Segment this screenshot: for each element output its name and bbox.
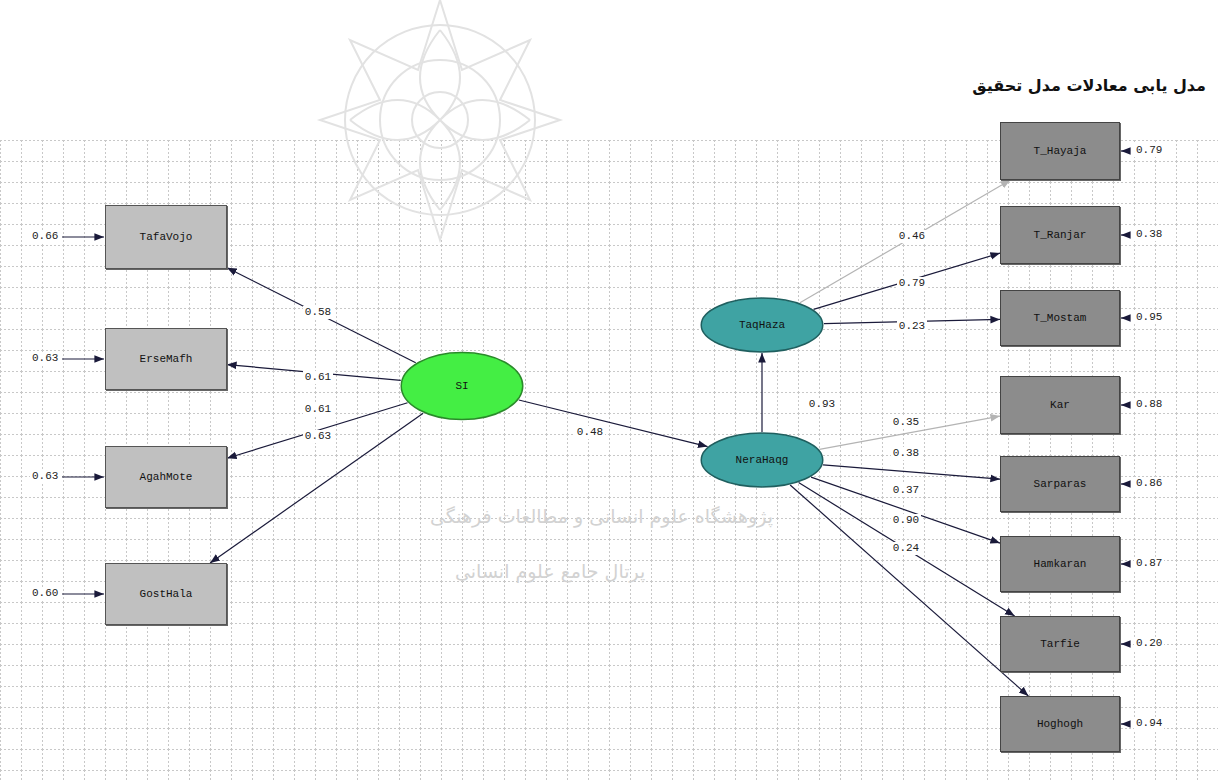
indicator-box: Hamkaran bbox=[1000, 536, 1120, 592]
path-coefficient: 0.90 bbox=[891, 514, 921, 527]
error-variance: 0.88 bbox=[1134, 398, 1164, 411]
node-label: Hoghogh bbox=[1037, 718, 1083, 730]
path-arrow bbox=[519, 400, 708, 447]
path-arrow bbox=[819, 416, 1000, 449]
indicator-box: T_Mostam bbox=[1000, 290, 1120, 346]
path-arrow bbox=[814, 253, 1000, 309]
node-label: Tarfie bbox=[1040, 638, 1080, 650]
grid bbox=[0, 140, 1218, 782]
path-coefficient: 0.79 bbox=[897, 277, 927, 290]
latent-ellipse: SI bbox=[400, 351, 524, 421]
path-arrow bbox=[811, 477, 1000, 543]
node-label: ErseMafh bbox=[140, 353, 193, 365]
path-coefficient: 0.61 bbox=[303, 403, 333, 416]
path-coefficient: 0.38 bbox=[891, 447, 921, 460]
error-variance: 0.63 bbox=[30, 352, 60, 365]
node-label: TaqHaza bbox=[739, 319, 785, 331]
indicator-box: Tarfie bbox=[1000, 616, 1120, 672]
error-variance: 0.20 bbox=[1134, 637, 1164, 650]
error-variance: 0.94 bbox=[1134, 717, 1164, 730]
watermark-text: پژوهشگاه علوم انسانی و مطالعات فرهنگی bbox=[430, 505, 773, 527]
node-label: Hamkaran bbox=[1034, 558, 1087, 570]
path-coefficient: 0.93 bbox=[807, 398, 837, 411]
path-arrow bbox=[790, 485, 1028, 696]
node-label: T_Mostam bbox=[1034, 312, 1087, 324]
indicator-box: Hoghogh bbox=[1000, 696, 1120, 752]
error-variance: 0.66 bbox=[30, 230, 60, 243]
path-arrow bbox=[799, 483, 1015, 616]
error-variance: 0.86 bbox=[1134, 477, 1164, 490]
diagram-title: مدل یابی معادلات مدل تحقیق bbox=[972, 76, 1206, 95]
path-arrow bbox=[227, 403, 408, 459]
indicator-box: Sarparas bbox=[1000, 456, 1120, 512]
error-variance: 0.87 bbox=[1134, 557, 1164, 570]
path-coefficient: 0.63 bbox=[303, 430, 333, 443]
node-label: T_Hayaja bbox=[1034, 145, 1087, 157]
indicator-box: TafaVojo bbox=[105, 205, 227, 269]
watermark-text: پرتال جامع علوم انسانی bbox=[455, 560, 645, 582]
indicator-box: Kar bbox=[1000, 376, 1120, 434]
node-label: AgahMote bbox=[140, 471, 193, 483]
indicator-box: GostHala bbox=[105, 563, 227, 625]
indicator-box: AgahMote bbox=[105, 446, 227, 508]
path-arrow bbox=[227, 268, 416, 363]
error-variance: 0.38 bbox=[1134, 228, 1164, 241]
watermark-logo bbox=[320, 0, 560, 240]
node-label: SI bbox=[455, 380, 468, 392]
indicator-box: T_Ranjar bbox=[1000, 206, 1120, 264]
path-coefficient: 0.58 bbox=[303, 306, 333, 319]
node-label: TafaVojo bbox=[140, 231, 193, 243]
path-coefficient: 0.24 bbox=[891, 542, 921, 555]
node-label: T_Ranjar bbox=[1034, 229, 1087, 241]
path-coefficient: 0.48 bbox=[575, 426, 605, 439]
node-label: GostHala bbox=[140, 588, 193, 600]
path-arrow bbox=[800, 180, 1010, 303]
error-variance: 0.95 bbox=[1134, 311, 1164, 324]
node-label: NeraHaqg bbox=[736, 454, 789, 466]
path-coefficient: 0.37 bbox=[891, 484, 921, 497]
path-coefficient: 0.23 bbox=[897, 320, 927, 333]
error-variance: 0.60 bbox=[30, 587, 60, 600]
path-coefficient: 0.35 bbox=[891, 416, 921, 429]
node-label: Sarparas bbox=[1034, 478, 1087, 490]
latent-ellipse: TaqHaza bbox=[700, 297, 824, 353]
node-label: Kar bbox=[1050, 399, 1070, 411]
path-arrow bbox=[823, 465, 1000, 479]
path-arrow bbox=[210, 413, 423, 563]
error-arrows bbox=[62, 151, 1130, 724]
indicator-box: ErseMafh bbox=[105, 328, 227, 390]
path-arrow bbox=[761, 353, 762, 432]
error-variance: 0.63 bbox=[30, 470, 60, 483]
error-variance: 0.79 bbox=[1134, 144, 1164, 157]
path-coefficient: 0.61 bbox=[303, 371, 333, 384]
indicator-box: T_Hayaja bbox=[1000, 122, 1120, 180]
latent-ellipse: NeraHaqg bbox=[700, 432, 824, 488]
path-coefficient: 0.46 bbox=[897, 230, 927, 243]
